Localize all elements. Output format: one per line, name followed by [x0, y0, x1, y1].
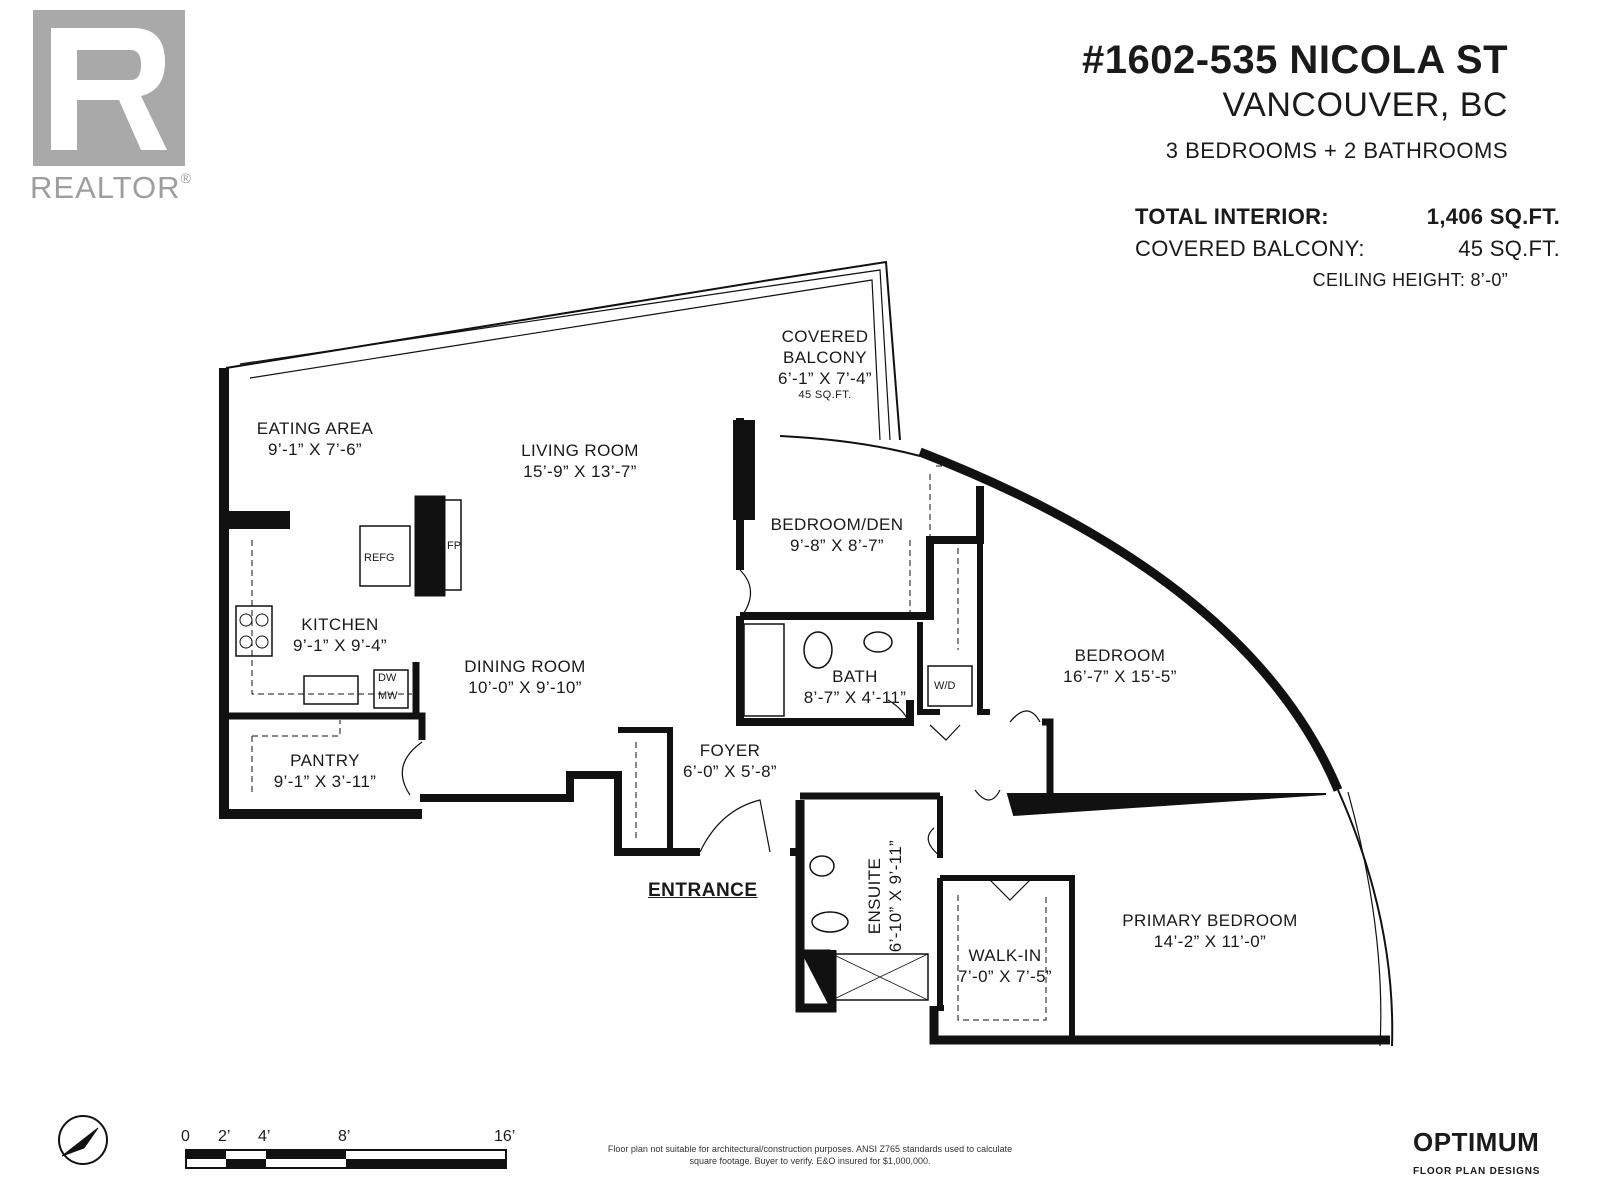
balcony-area-label: COVERED BALCONY:: [1135, 236, 1365, 261]
listing-city: VANCOUVER, BC: [1222, 86, 1508, 124]
primary-wedge-wall: [1006, 793, 1327, 817]
bath-sink: [863, 631, 893, 653]
bathtub: [743, 623, 785, 717]
dw-label: DW: [378, 672, 397, 684]
scale-label-2: 2’: [218, 1128, 231, 1145]
entry-door-swing: [699, 799, 771, 853]
listing-address: #1602-535 NICOLA ST: [1082, 38, 1508, 82]
window-wall-top: [225, 260, 901, 441]
stove: [235, 605, 273, 657]
wd-label: W/D: [934, 680, 956, 692]
realtor-wordmark: REALTOR®: [30, 170, 192, 205]
toilet: [803, 631, 833, 669]
pantry-door-swing: [401, 741, 423, 796]
north-arrow-icon: [58, 1115, 108, 1165]
optimum-brand-name: OPTIMUM: [1413, 1127, 1540, 1157]
scale-bar: [185, 1149, 507, 1169]
rooms-summary: 3 BEDROOMS + 2 BATHROOMS: [1165, 138, 1508, 163]
balcony-area-value: 45 SQ.FT.: [1458, 236, 1560, 261]
foyer-walls: [420, 771, 700, 856]
realtor-logo-box: [33, 10, 185, 166]
refg-label: REFG: [364, 552, 395, 564]
scale-label-0: 0: [181, 1128, 190, 1145]
curved-exterior-wall: [918, 447, 1343, 792]
scale-label-8: 8’: [338, 1128, 351, 1145]
disclaimer: Floor plan not suitable for architectura…: [607, 1144, 1013, 1166]
fp-label: FP: [447, 540, 462, 552]
fireplace: [442, 499, 462, 591]
scale-label-16: 16’: [494, 1128, 516, 1145]
total-interior-row: TOTAL INTERIOR: 1,406 SQ.FT.: [1135, 204, 1560, 232]
refrigerator: [359, 525, 411, 587]
ensuite-toilet: [811, 911, 849, 933]
ceiling-height: CEILING HEIGHT: 8’-0”: [1312, 270, 1508, 290]
mw-label: MW: [378, 690, 398, 702]
shower: [831, 953, 929, 1001]
entrance-label: ENTRANCE: [648, 880, 758, 901]
scale-label-4: 4’: [258, 1128, 271, 1145]
optimum-brand-tagline: FLOOR PLAN DESIGNS: [1413, 1166, 1541, 1177]
total-interior-label: TOTAL INTERIOR:: [1135, 204, 1329, 229]
balcony-area-row: COVERED BALCONY: 45 SQ.FT.: [1135, 236, 1560, 264]
total-interior-value: 1,406 SQ.FT.: [1426, 204, 1560, 229]
realtor-r-logo-icon: [51, 28, 167, 150]
kitchen-sink: [303, 675, 359, 705]
